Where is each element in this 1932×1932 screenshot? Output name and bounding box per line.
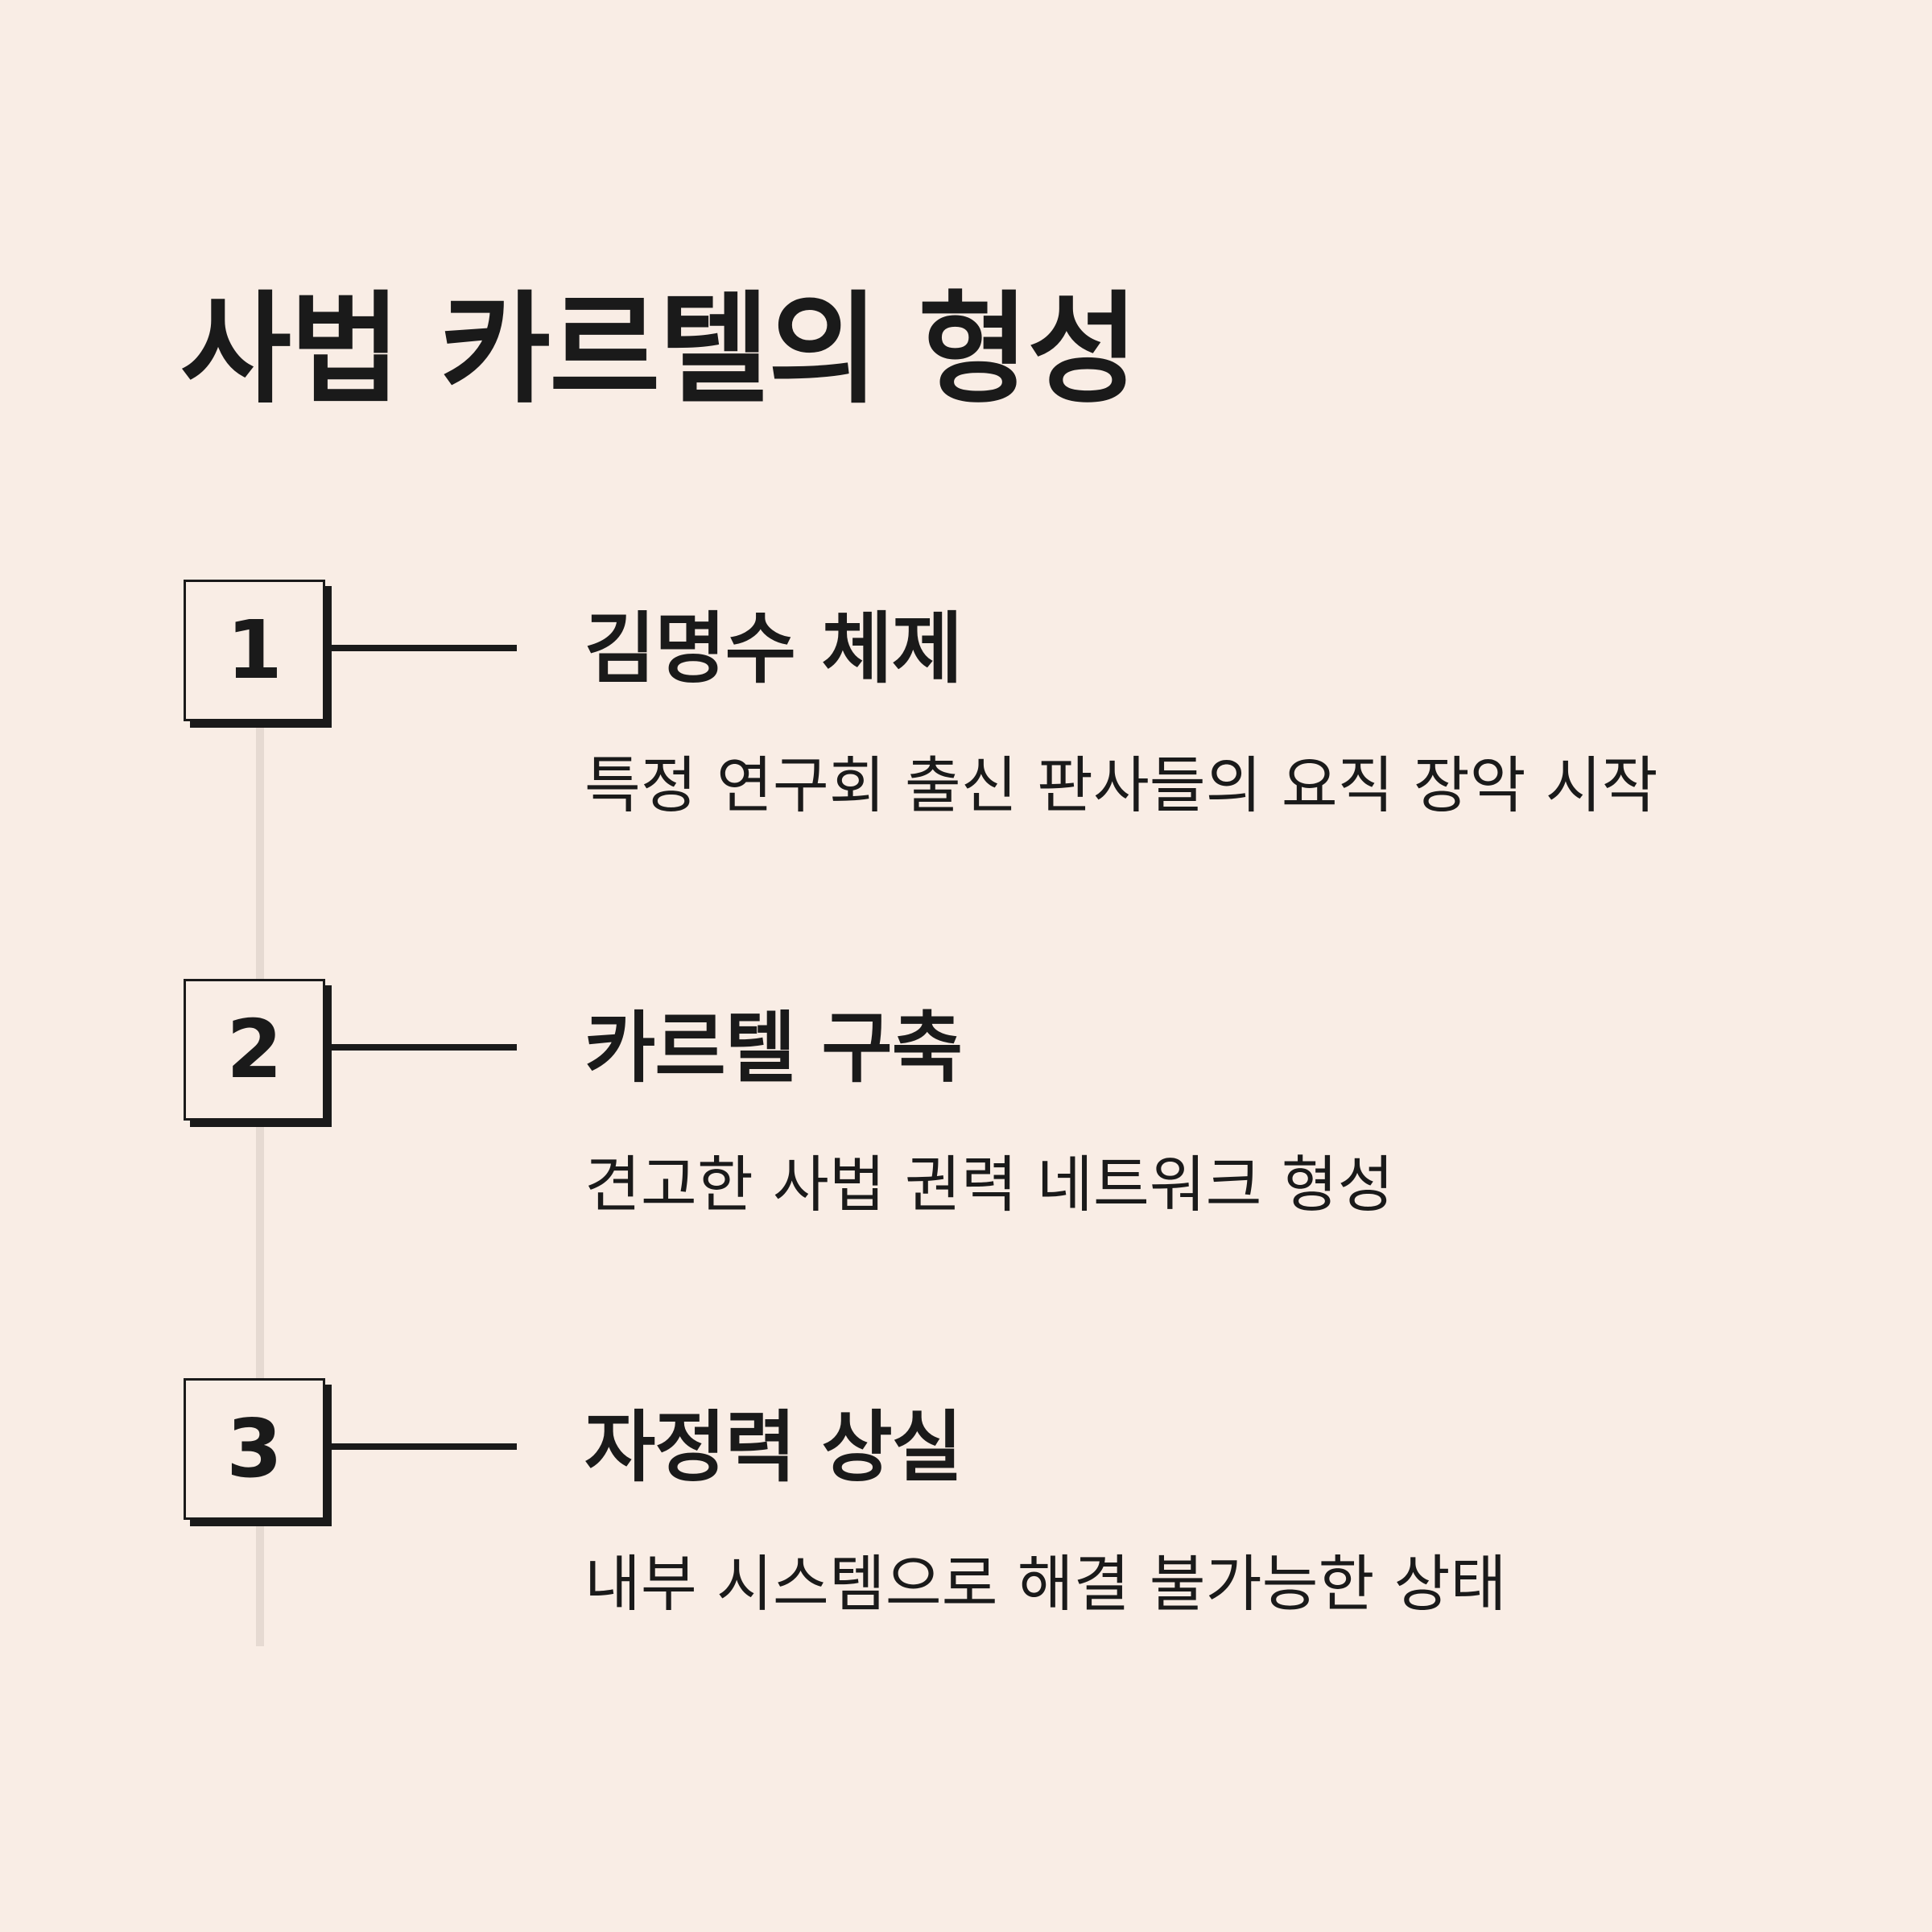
step-number-box: 3 bbox=[184, 1378, 325, 1520]
step-number: 3 bbox=[226, 1402, 283, 1496]
step-description: 내부 시스템으로 해결 불가능한 상태 bbox=[584, 1548, 1507, 1620]
step-number: 1 bbox=[226, 603, 283, 697]
step-heading: 카르텔 구축 bbox=[584, 1003, 963, 1093]
step-connector bbox=[332, 645, 517, 651]
page-title: 사법 카르텔의 형성 bbox=[180, 280, 1138, 420]
step-description: 특정 연구회 출신 판사들의 요직 장악 시작 bbox=[584, 749, 1658, 821]
timeline-step-3: 3 자정력 상실 내부 시스템으로 해결 불가능한 상태 bbox=[0, 1378, 1932, 1620]
step-number: 2 bbox=[226, 1002, 283, 1096]
timeline-step-2: 2 카르텔 구축 견고한 사법 권력 네트워크 형성 bbox=[0, 979, 1932, 1220]
step-heading: 자정력 상실 bbox=[584, 1402, 963, 1492]
step-connector bbox=[332, 1044, 517, 1051]
step-number-box: 1 bbox=[184, 580, 325, 721]
step-description: 견고한 사법 권력 네트워크 형성 bbox=[584, 1149, 1394, 1220]
step-number-box: 2 bbox=[184, 979, 325, 1121]
timeline-step-1: 1 김명수 체제 특정 연구회 출신 판사들의 요직 장악 시작 bbox=[0, 580, 1932, 821]
step-heading: 김명수 체제 bbox=[584, 604, 963, 694]
timeline-line bbox=[256, 724, 264, 1646]
step-connector bbox=[332, 1443, 517, 1450]
